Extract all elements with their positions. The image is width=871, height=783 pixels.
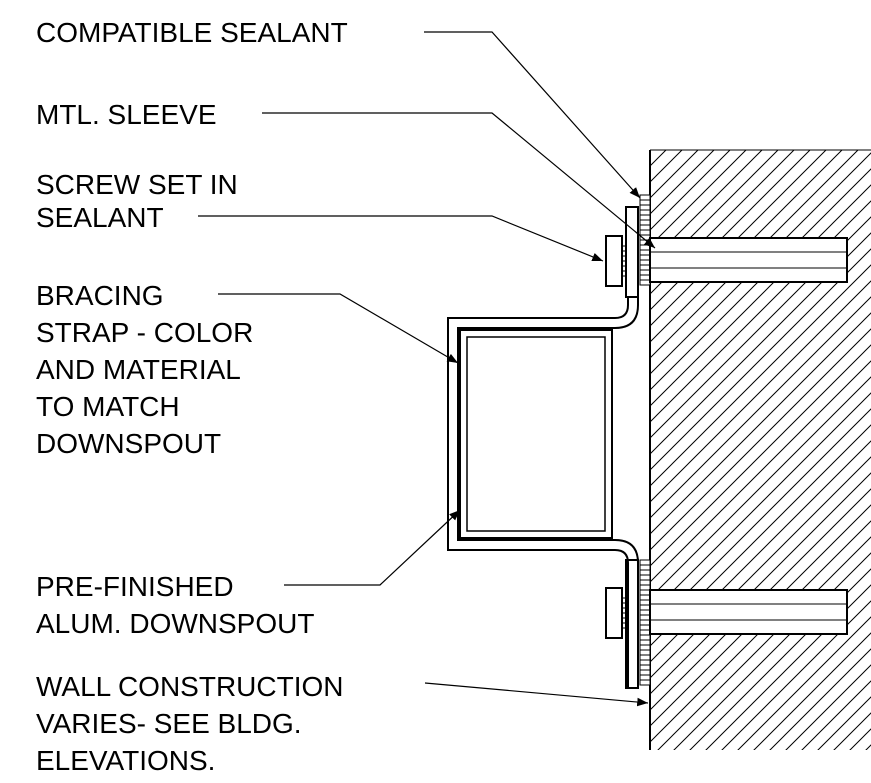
label-line: PRE-FINISHED (36, 571, 234, 602)
label-line: TO MATCH (36, 391, 180, 422)
label-line: DOWNSPOUT (36, 428, 221, 459)
label-line: ELEVATIONS. (36, 745, 215, 776)
downspout (459, 329, 613, 539)
label-line: BRACING (36, 280, 164, 311)
sealant-bands (639, 194, 651, 686)
label-line: STRAP - COLOR (36, 317, 253, 348)
bracing-strap (447, 297, 639, 688)
label-compatible-sealant: COMPATIBLE SEALANT (36, 17, 348, 48)
label-bracing-strap: BRACING STRAP - COLOR AND MATERIAL TO MA… (36, 280, 253, 459)
label-screw: SCREW SET IN SEALANT (36, 169, 238, 233)
label-wall-construction: WALL CONSTRUCTION VARIES- SEE BLDG. ELEV… (36, 671, 344, 776)
label-line: SCREW SET IN (36, 169, 238, 200)
label-line: VARIES- SEE BLDG. (36, 708, 302, 739)
label-downspout: PRE-FINISHED ALUM. DOWNSPOUT (36, 571, 314, 639)
label-line: ALUM. DOWNSPOUT (36, 608, 314, 639)
label-metal-sleeve: MTL. SLEEVE (36, 99, 217, 130)
leader-lines (198, 31, 656, 707)
label-line: COMPATIBLE SEALANT (36, 17, 348, 48)
upper-anchor (605, 206, 848, 298)
label-line: AND MATERIAL (36, 354, 241, 385)
label-line: WALL CONSTRUCTION (36, 671, 344, 702)
label-line: MTL. SLEEVE (36, 99, 217, 130)
label-line: SEALANT (36, 202, 164, 233)
